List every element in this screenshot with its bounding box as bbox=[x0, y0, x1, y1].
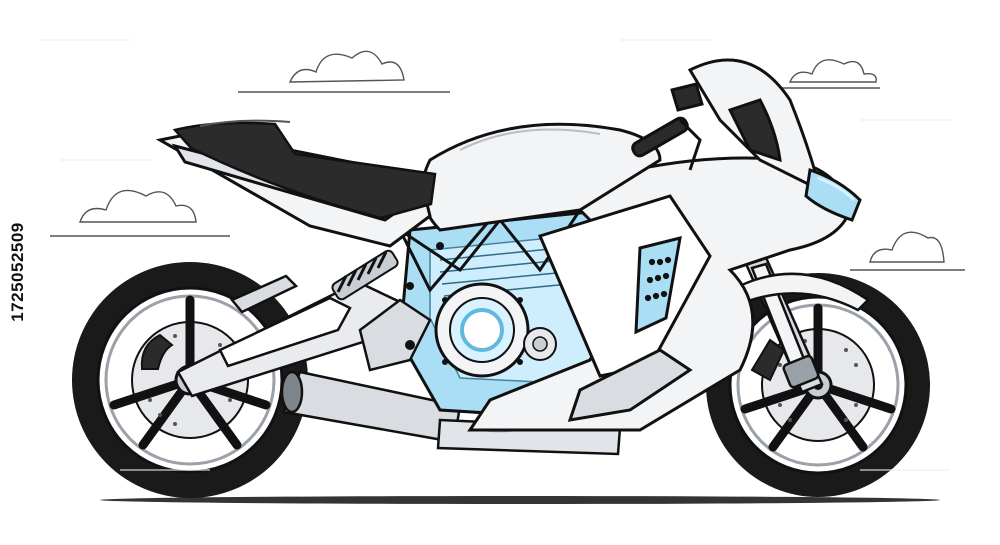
handlebar bbox=[631, 82, 704, 171]
rear-shock bbox=[331, 249, 399, 301]
stock-watermark-pattern bbox=[40, 39, 950, 471]
windscreen bbox=[727, 98, 782, 163]
cloud-top-center bbox=[238, 50, 450, 93]
vent-dots bbox=[644, 256, 672, 302]
cloud-top-right bbox=[770, 59, 880, 89]
stock-image-id: 1725052509 bbox=[8, 222, 27, 322]
front-fender bbox=[725, 272, 870, 312]
nose bbox=[687, 58, 862, 222]
cloud-left bbox=[50, 189, 230, 237]
footpeg-bracket bbox=[358, 298, 432, 372]
clouds bbox=[50, 50, 965, 271]
seat bbox=[172, 121, 437, 220]
fairing bbox=[467, 156, 852, 432]
headlight bbox=[804, 168, 862, 222]
engine-bolts bbox=[406, 242, 523, 365]
ground-shadow bbox=[100, 496, 940, 504]
cloud-right bbox=[850, 231, 965, 271]
front-disc-holes bbox=[778, 339, 858, 422]
